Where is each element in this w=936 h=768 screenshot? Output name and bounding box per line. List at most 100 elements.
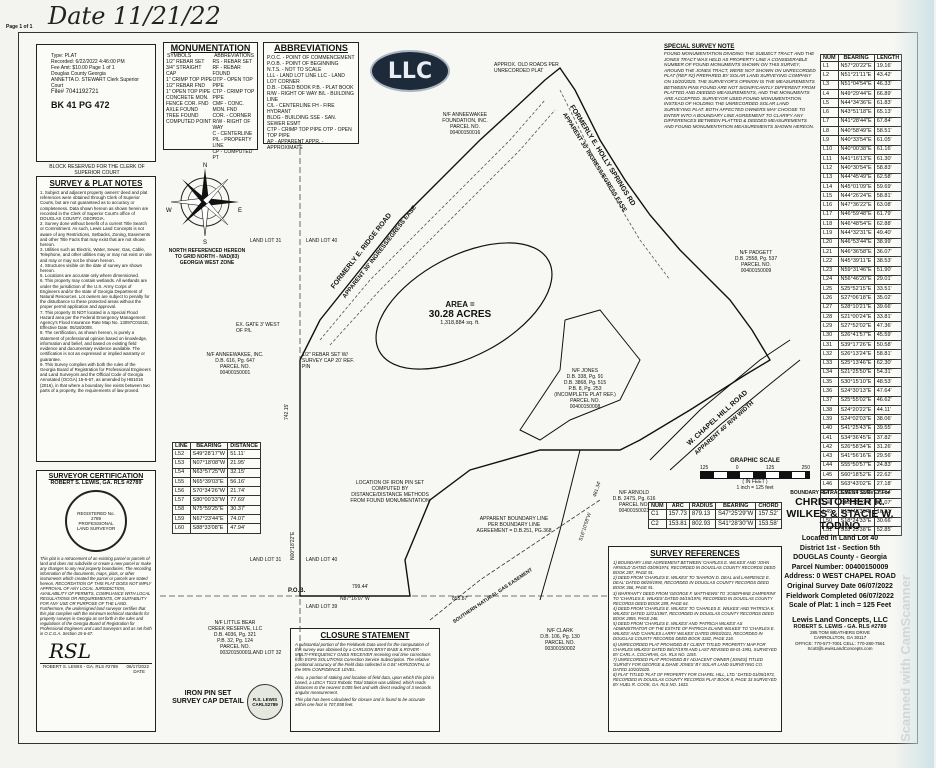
- scale-mark: 250: [801, 465, 810, 471]
- road-ridge: [319, 99, 546, 341]
- owner-line: PARCEL NO.: [619, 502, 649, 508]
- monument-symbol: 1" CRIMP TOP PIPE: [166, 77, 213, 83]
- table-cell: S88°33'08"E: [189, 523, 229, 534]
- area-acres: 30.28 ACRES: [428, 309, 492, 320]
- monument-abbr: RF - REBAR FOUND: [212, 65, 241, 77]
- prepared-for: BOUNDARY RETRACEMENT SURVEY For: [790, 490, 890, 496]
- monument-abbr: COR. - CORNER: [212, 113, 252, 119]
- road-holly: [559, 89, 671, 281]
- land-lot-40a: LAND LOT 40: [306, 238, 338, 244]
- symbols-label: SYMBOLS: [167, 53, 192, 59]
- owner-line: D.B. 2558, Pg. 537: [734, 256, 778, 262]
- abbreviation-line: N.T.S. - NOT TO SCALE: [267, 67, 322, 73]
- note-item: 2. Survey done without benefit of a curr…: [40, 221, 151, 248]
- owner-line: N/F ANNEEWAKEE: [442, 112, 488, 118]
- seal-text: REGISTERED No. 2789 PROFESSIONAL LAND SU…: [76, 511, 116, 531]
- closure-p1: A substantial portion of the Fieldwork D…: [295, 642, 431, 673]
- survey-detail: Scale of Plat: 1 inch = 125 Feet: [788, 602, 892, 610]
- boundary-note: APPARENT BOUNDARY LINE PER BOUNDARY LINE…: [476, 516, 552, 534]
- north-caption: NORTH REFERENCED HEREON TO GRID NORTH - …: [168, 248, 246, 266]
- scale-mark: 125: [765, 465, 775, 471]
- owner-line: 00300150002: [544, 646, 576, 652]
- monument-symbol: 1" OPEN TOP PIPE: [166, 89, 211, 95]
- scale-mark: 125: [700, 465, 709, 471]
- survey-references: SURVEY REFERENCES 1) BOUNDARY LINE AGREE…: [608, 546, 782, 732]
- owner-line: D.B. 4036, Pg. 321: [213, 632, 257, 638]
- owner-line: D.B. 3868, Pg. 515: [563, 380, 607, 386]
- references-list: 1) BOUNDARY LINE AGREEMENT BETWEEN 'CHAR…: [609, 558, 781, 689]
- monument-symbol: TREE FOUND: [166, 113, 199, 119]
- recording-line: ANNETTA D. STEWART Clerk Superior: [51, 77, 139, 83]
- abbreviation-line: CTP - CRIMP TOP PIPE OTP - OPEN TOP PIPE: [267, 127, 352, 139]
- dist-855: 855.87': [452, 596, 469, 602]
- note-item: 3. Utilities such as Electric, Water, Se…: [40, 247, 152, 263]
- file-number: File# 7041192721: [51, 89, 99, 95]
- abbreviation-line: LLL - LAND LOT LINE LLC - LAND LOT CORNE…: [267, 73, 345, 85]
- date-label: DATE: [133, 669, 145, 674]
- reference-item: 8) PLAT TITLED 'PLAT OF PROPERTY FOR CHA…: [613, 672, 777, 688]
- owner-line: 00400150001: [219, 370, 251, 376]
- monumentation-title: MONUMENTATION: [170, 43, 251, 53]
- owner-line: N/F PADGETT: [739, 250, 773, 256]
- gate-note: EX. GATE 3' WEST OF P/L: [236, 322, 280, 334]
- table-header: BEARING: [714, 502, 757, 510]
- owner-line: N/F CLARK: [546, 628, 574, 634]
- abbreviation-line: R/W - RIGHT OF WAY B/L - BUILDING LINE: [267, 91, 354, 103]
- abbreviation-line: D.B. - DEED BOOK P.B. - PLAT BOOK: [267, 85, 354, 91]
- monument-symbol: 1/2" REBAR SET: [166, 59, 205, 65]
- recording-line: Douglas County Georgia: [51, 71, 106, 77]
- note-item: 9. This Survey complies with both the ru…: [40, 361, 151, 393]
- company-web: Scott@LewisLandConcepts.com: [807, 645, 873, 651]
- table-cell: 153.81: [665, 518, 690, 529]
- abbreviations-title: ABBREVIATIONS: [274, 43, 348, 53]
- reference-item: 7) UNRECORDED PLAT PROVIDED BY ADJACENT …: [613, 656, 763, 672]
- abbreviation-line: BLDG - BUILDING SSE - SAN. SEWER ESMT: [267, 115, 337, 127]
- road-chapel-2: [669, 359, 801, 471]
- recording-line: Court: [51, 83, 64, 89]
- owner-line: PARCEL NO.: [570, 398, 600, 404]
- compass-n: N: [203, 163, 207, 169]
- survey-detail: Located in Land Lot 40: [801, 535, 879, 542]
- survey-details: Located in Land Lot 40 District 1st - Sec…: [784, 534, 896, 611]
- company-phone: OFFICE: 770-577-7001 CELL: 770-280-7561: [794, 640, 886, 646]
- monument-abbr: CMF - CONC. MON. FND: [212, 101, 244, 113]
- land-lot-31b: LAND LOT 31: [250, 557, 282, 563]
- monument-abbr: R/W - RIGHT OF WAY: [212, 119, 251, 131]
- scale-caption: ( IN FEET ): [742, 479, 768, 485]
- road-ridge-2: [329, 109, 556, 346]
- monument-symbol: COMPUTED POINT: [166, 119, 212, 125]
- logo-text: LLC: [387, 58, 433, 84]
- owner-line: P.B. 8, Pg. 253: [568, 386, 602, 392]
- survey-cap-icon: R.S. LEWIS CARLS2789: [247, 684, 283, 720]
- monument-abbr: C - CENTERLINE: [212, 131, 253, 137]
- abbreviation-line: P.O.C. - POINT OF COMMENCEMENT: [267, 55, 355, 61]
- scale-bar: [700, 471, 810, 479]
- special-text: FOUND MONUMENTATION DIVIDING THE SUBJECT…: [664, 51, 816, 129]
- monument-symbol: FENCE COR. FND: [166, 101, 209, 107]
- monument-abbr: OTP - OPEN TOP PIPE: [212, 77, 253, 89]
- abbr-label: ABBREVIATIONS: [214, 53, 254, 59]
- camscanner-watermark: Scanned with CamScanner: [898, 575, 913, 742]
- survey-detail: Parcel Number: 00400150009: [791, 563, 889, 571]
- references-title: SURVEY REFERENCES: [650, 549, 740, 558]
- cert-title: SURVEYOR CERTIFICATION: [48, 473, 144, 480]
- sig-name: ROBERT S. LEWIS - GA. RLS #2789: [43, 664, 118, 669]
- survey-detail: District 1st - Section 5th: [799, 544, 881, 552]
- note-item: 5. Locations are accurate only where dim…: [40, 273, 140, 279]
- land-lot-31a: LAND LOT 31: [250, 238, 282, 244]
- area-title: AREA =: [445, 300, 475, 309]
- table-cell: 153.58': [755, 518, 782, 529]
- cap-detail-title: IRON PIN SET SURVEY CAP DETAIL: [172, 690, 244, 705]
- owner-name: WILKES & STACIE W.: [786, 508, 894, 520]
- notes-title: SURVEY & PLAT NOTES: [49, 179, 143, 188]
